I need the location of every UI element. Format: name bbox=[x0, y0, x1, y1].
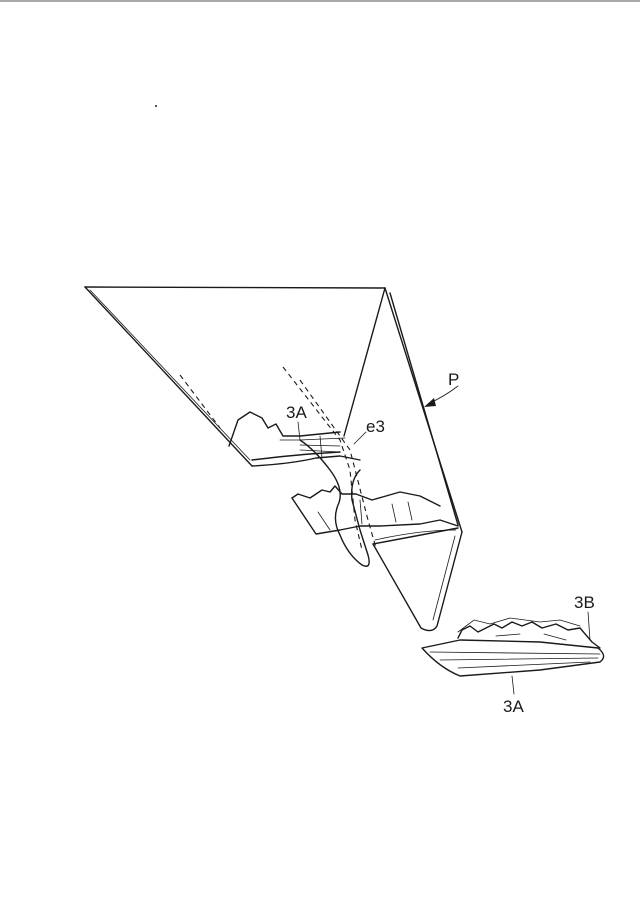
dashed-lines bbox=[180, 367, 376, 550]
folded-sheet-p bbox=[85, 287, 462, 631]
label-3a-lower: 3A bbox=[503, 697, 524, 716]
label-e3: e3 bbox=[366, 417, 385, 436]
label-3a-upper: 3A bbox=[286, 403, 307, 422]
arrow-head-p bbox=[424, 398, 436, 407]
stray-mark bbox=[155, 105, 157, 107]
strip-3a-3b-separated bbox=[422, 618, 604, 676]
label-p: P bbox=[448, 370, 459, 389]
strip-middle bbox=[292, 486, 458, 534]
label-3b: 3B bbox=[574, 593, 595, 612]
